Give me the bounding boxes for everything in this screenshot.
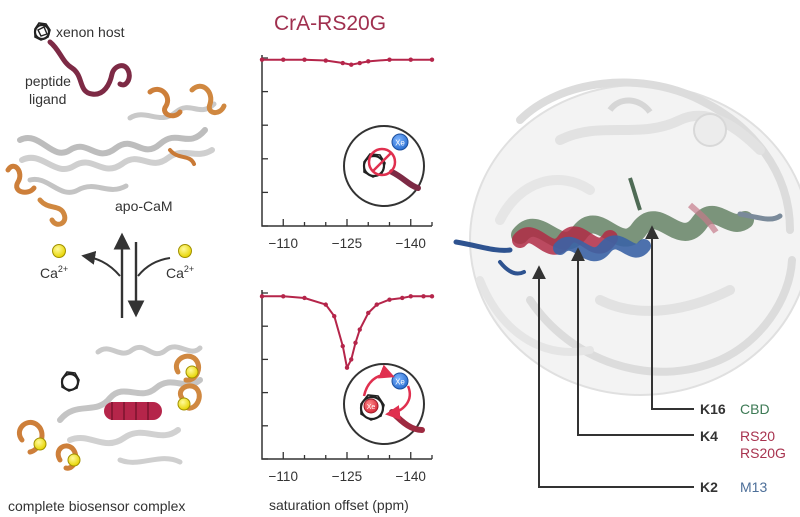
- complex-caption: complete biosensor complex: [8, 498, 185, 514]
- x-tick-label: −140: [396, 236, 426, 251]
- data-point: [429, 57, 435, 62]
- data-point: [259, 294, 265, 299]
- k16-key: K16: [700, 401, 726, 417]
- xenon-badge-top: Xe: [395, 139, 405, 148]
- middle-panel: CrA-RS20G −110 −125 −140 Xe: [259, 12, 435, 513]
- data-point: [387, 57, 392, 62]
- xenon-host-label: xenon host: [56, 24, 125, 40]
- ligand-label: ligand: [29, 91, 66, 107]
- x-tick-label: −125: [332, 236, 362, 251]
- k16-name: CBD: [740, 401, 770, 417]
- k2-name: M13: [740, 479, 767, 495]
- data-point: [357, 327, 362, 332]
- data-point: [408, 57, 413, 62]
- data-point: [259, 57, 265, 62]
- xenon-atom-icon: [391, 133, 409, 151]
- data-point: [340, 343, 345, 349]
- data-point: [281, 294, 286, 299]
- ca-left-charge: 2+: [58, 264, 68, 274]
- left-panel: xenon host peptide ligand apo-CaM Ca2+ C…: [5, 22, 227, 514]
- k2-pointer: [532, 265, 694, 488]
- calcium-ion-icon: [52, 244, 66, 258]
- cryptophane-cage-icon: [33, 22, 51, 41]
- data-point: [374, 302, 379, 307]
- data-point: [349, 62, 354, 67]
- right-panel: K16 CBD K4 RS20 RS20G K2 M13: [453, 78, 800, 495]
- xenon-badge-free: Xe: [395, 378, 405, 387]
- data-point: [302, 295, 307, 301]
- data-point: [366, 310, 371, 316]
- x-tick-label: −140: [396, 469, 426, 484]
- data-point: [340, 60, 345, 66]
- calcium-left-label: Ca2+: [40, 264, 68, 281]
- calcium-ion-icon: [178, 244, 192, 258]
- top-y-ticks: [262, 57, 268, 227]
- binding-arrow: [137, 257, 171, 277]
- chart-title: CrA-RS20G: [274, 12, 386, 35]
- k16-pointer: [645, 225, 694, 410]
- k4-pointer: [571, 247, 694, 436]
- data-point: [387, 297, 392, 302]
- data-point: [323, 58, 328, 63]
- data-point: [332, 314, 337, 319]
- x-tick-label: −110: [269, 236, 298, 251]
- biosensor-complex-structure: [16, 344, 203, 471]
- data-point: [429, 294, 435, 299]
- release-arrow: [81, 250, 121, 277]
- data-point: [349, 357, 354, 362]
- free-xenon-icon: [391, 372, 409, 390]
- top-x-ticks: −110 −125 −140: [269, 219, 433, 251]
- bottom-x-ticks: −110 −125 −140: [269, 452, 433, 484]
- bound-xenon-icon: [363, 398, 379, 414]
- k4-key: K4: [700, 428, 718, 444]
- series-line: [262, 58, 432, 66]
- top-spectrum-plot: −110 −125 −140 Xe: [259, 55, 435, 251]
- xenon-badge-bound: Xe: [367, 404, 376, 411]
- peptide-ligand-ribbon: [47, 39, 132, 97]
- top-series: [259, 57, 435, 67]
- data-point: [353, 340, 358, 345]
- k4-name-rs20g: RS20G: [740, 445, 786, 461]
- data-point: [366, 59, 371, 64]
- bottom-spectrum-plot: −110 −125 −140 Xe Xe: [259, 290, 435, 484]
- top-inset: Xe: [343, 125, 425, 207]
- apo-cam-label: apo-CaM: [115, 198, 173, 214]
- ca-right-text: Ca: [166, 265, 184, 281]
- data-point: [421, 294, 426, 299]
- k4-name-rs20: RS20: [740, 428, 775, 444]
- apo-cam-structure: [5, 83, 227, 227]
- bound-peptide-helices: [453, 177, 783, 276]
- ca-left-text: Ca: [40, 265, 58, 281]
- data-point: [302, 57, 307, 62]
- k2-key: K2: [700, 479, 718, 495]
- data-point: [400, 295, 405, 301]
- x-axis-label: saturation offset (ppm): [269, 497, 409, 513]
- data-point: [281, 57, 286, 62]
- series-line: [262, 295, 432, 369]
- bottom-inset: Xe Xe: [343, 363, 425, 445]
- x-tick-label: −125: [332, 469, 362, 484]
- data-point: [344, 365, 350, 370]
- exchange-arrow-in: [385, 385, 411, 420]
- no-entry-icon: [367, 147, 397, 177]
- ca-right-charge: 2+: [184, 264, 194, 274]
- data-point: [408, 294, 413, 299]
- bottom-y-ticks: [262, 292, 268, 460]
- bottom-series: [259, 294, 435, 370]
- data-point: [323, 302, 328, 307]
- peptide-label: peptide: [25, 73, 71, 89]
- calcium-right-label: Ca2+: [166, 264, 194, 281]
- x-tick-label: −110: [269, 469, 298, 484]
- exchange-arrow-out: [362, 364, 395, 397]
- data-point: [357, 60, 362, 66]
